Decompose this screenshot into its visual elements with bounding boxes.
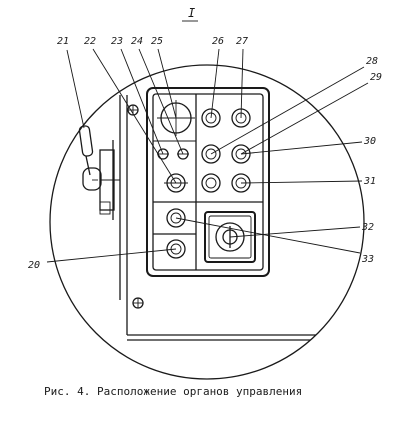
- callout-32: 32: [361, 222, 374, 233]
- lower-buttons: [166, 208, 186, 259]
- callout-28: 28: [366, 56, 378, 67]
- leader-lines: [46, 48, 369, 263]
- control-panel: [146, 87, 270, 277]
- button-grid: [201, 108, 251, 193]
- callout-26: 26: [212, 36, 224, 47]
- lever-assembly: [78, 125, 120, 215]
- callout-25: 25: [151, 36, 163, 47]
- callout-33: 33: [361, 254, 374, 265]
- callout-labels: 21 22 23 24 25 26 27 28 29 30 31 32 33 2…: [28, 36, 382, 271]
- callout-23: 23: [111, 36, 123, 47]
- screw-bottom: [132, 297, 144, 309]
- callout-22: 22: [84, 36, 96, 47]
- callout-29: 29: [370, 72, 382, 83]
- callout-27: 27: [236, 36, 248, 47]
- callout-31: 31: [363, 176, 376, 187]
- view-title: I: [188, 6, 195, 20]
- callout-21: 21: [57, 36, 69, 47]
- detail-view-circle: [49, 64, 365, 380]
- callout-20: 20: [28, 260, 40, 271]
- callout-24: 24: [131, 36, 143, 47]
- figure-caption: Рис. 4. Расположение органов управления: [44, 385, 302, 398]
- callout-30: 30: [363, 136, 376, 147]
- rotary-switch: [204, 211, 256, 263]
